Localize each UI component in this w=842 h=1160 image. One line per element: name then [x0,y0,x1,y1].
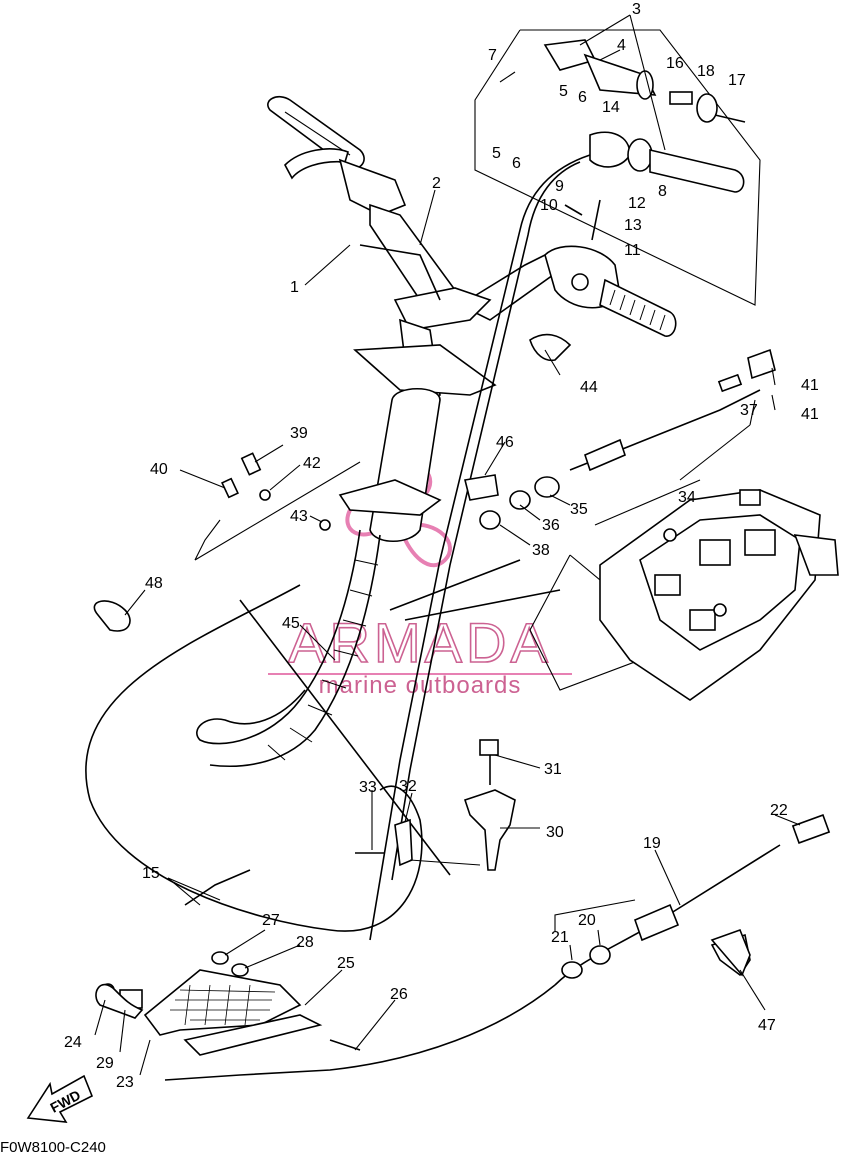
callout-29: 29 [96,1055,114,1072]
callout-9: 9 [555,178,564,195]
callout-17: 17 [728,72,746,89]
watermark-brand: ARMADA [288,611,552,674]
callout-32: 32 [399,778,417,795]
callout-31: 31 [544,761,562,778]
callout-20: 20 [578,912,596,929]
callout-35: 35 [570,501,588,518]
watermark-tagline: marine outboards [319,672,522,699]
callout-23: 23 [116,1074,134,1091]
callout-41b: 41 [801,406,819,423]
callout-13: 13 [624,217,642,234]
callout-8: 8 [658,183,667,200]
callout-26: 26 [390,986,408,1003]
callout-6b: 6 [512,155,521,172]
callout-34: 34 [678,489,696,506]
callout-12: 12 [628,195,646,212]
lever-assembly [101,951,361,1056]
callout-30: 30 [546,824,564,841]
grip-ribs [609,289,666,331]
callout-5b: 5 [492,145,501,162]
callout-4: 4 [617,37,626,54]
callout-33: 33 [359,779,377,796]
callout-39: 39 [290,425,308,442]
callout-3: 3 [632,1,641,18]
throttle-detail-box [474,29,761,306]
callout-1: 1 [290,279,299,296]
callout-25: 25 [337,955,355,972]
callout-45: 45 [282,615,300,632]
callout-5a: 5 [559,83,568,100]
callout-44: 44 [580,379,598,396]
bracket-30 [355,739,516,871]
callout-27: 27 [262,912,280,929]
callout-11: 11 [624,242,641,259]
callout-47: 47 [758,1017,776,1034]
leader-lines [94,14,801,1076]
callout-48: 48 [145,575,163,592]
misc-parts [93,333,751,1019]
callout-numbers: 1 2 3 4 5 5 6 6 7 8 9 10 11 12 13 14 15 … [64,1,819,1091]
cable-34 [569,348,776,472]
callout-15: 15 [142,865,160,882]
diagram-code: F0W8100-C240 [0,1139,106,1155]
callout-28: 28 [296,934,314,951]
callout-41a: 41 [801,377,819,394]
callout-37: 37 [740,402,758,419]
callout-10: 10 [540,197,558,214]
callout-7: 7 [488,47,497,64]
callout-24: 24 [64,1034,82,1051]
fwd-arrow: FWD [26,1074,94,1123]
callout-2: 2 [432,175,441,192]
callout-18: 18 [697,63,715,80]
callout-21: 21 [551,929,569,946]
callout-6a: 6 [578,89,587,106]
control-cables [85,154,591,1081]
callout-42: 42 [303,455,321,472]
callout-16: 16 [666,55,684,72]
cable-19 [554,814,831,986]
callout-40: 40 [150,461,168,478]
callout-22: 22 [770,802,788,819]
callout-46: 46 [496,434,514,451]
handlebar-assembly [196,95,677,768]
callout-36: 36 [542,517,560,534]
engine-block [529,489,839,701]
callout-14: 14 [602,99,620,116]
callout-38: 38 [532,542,550,559]
callout-19: 19 [643,835,661,852]
callout-43: 43 [290,508,308,525]
